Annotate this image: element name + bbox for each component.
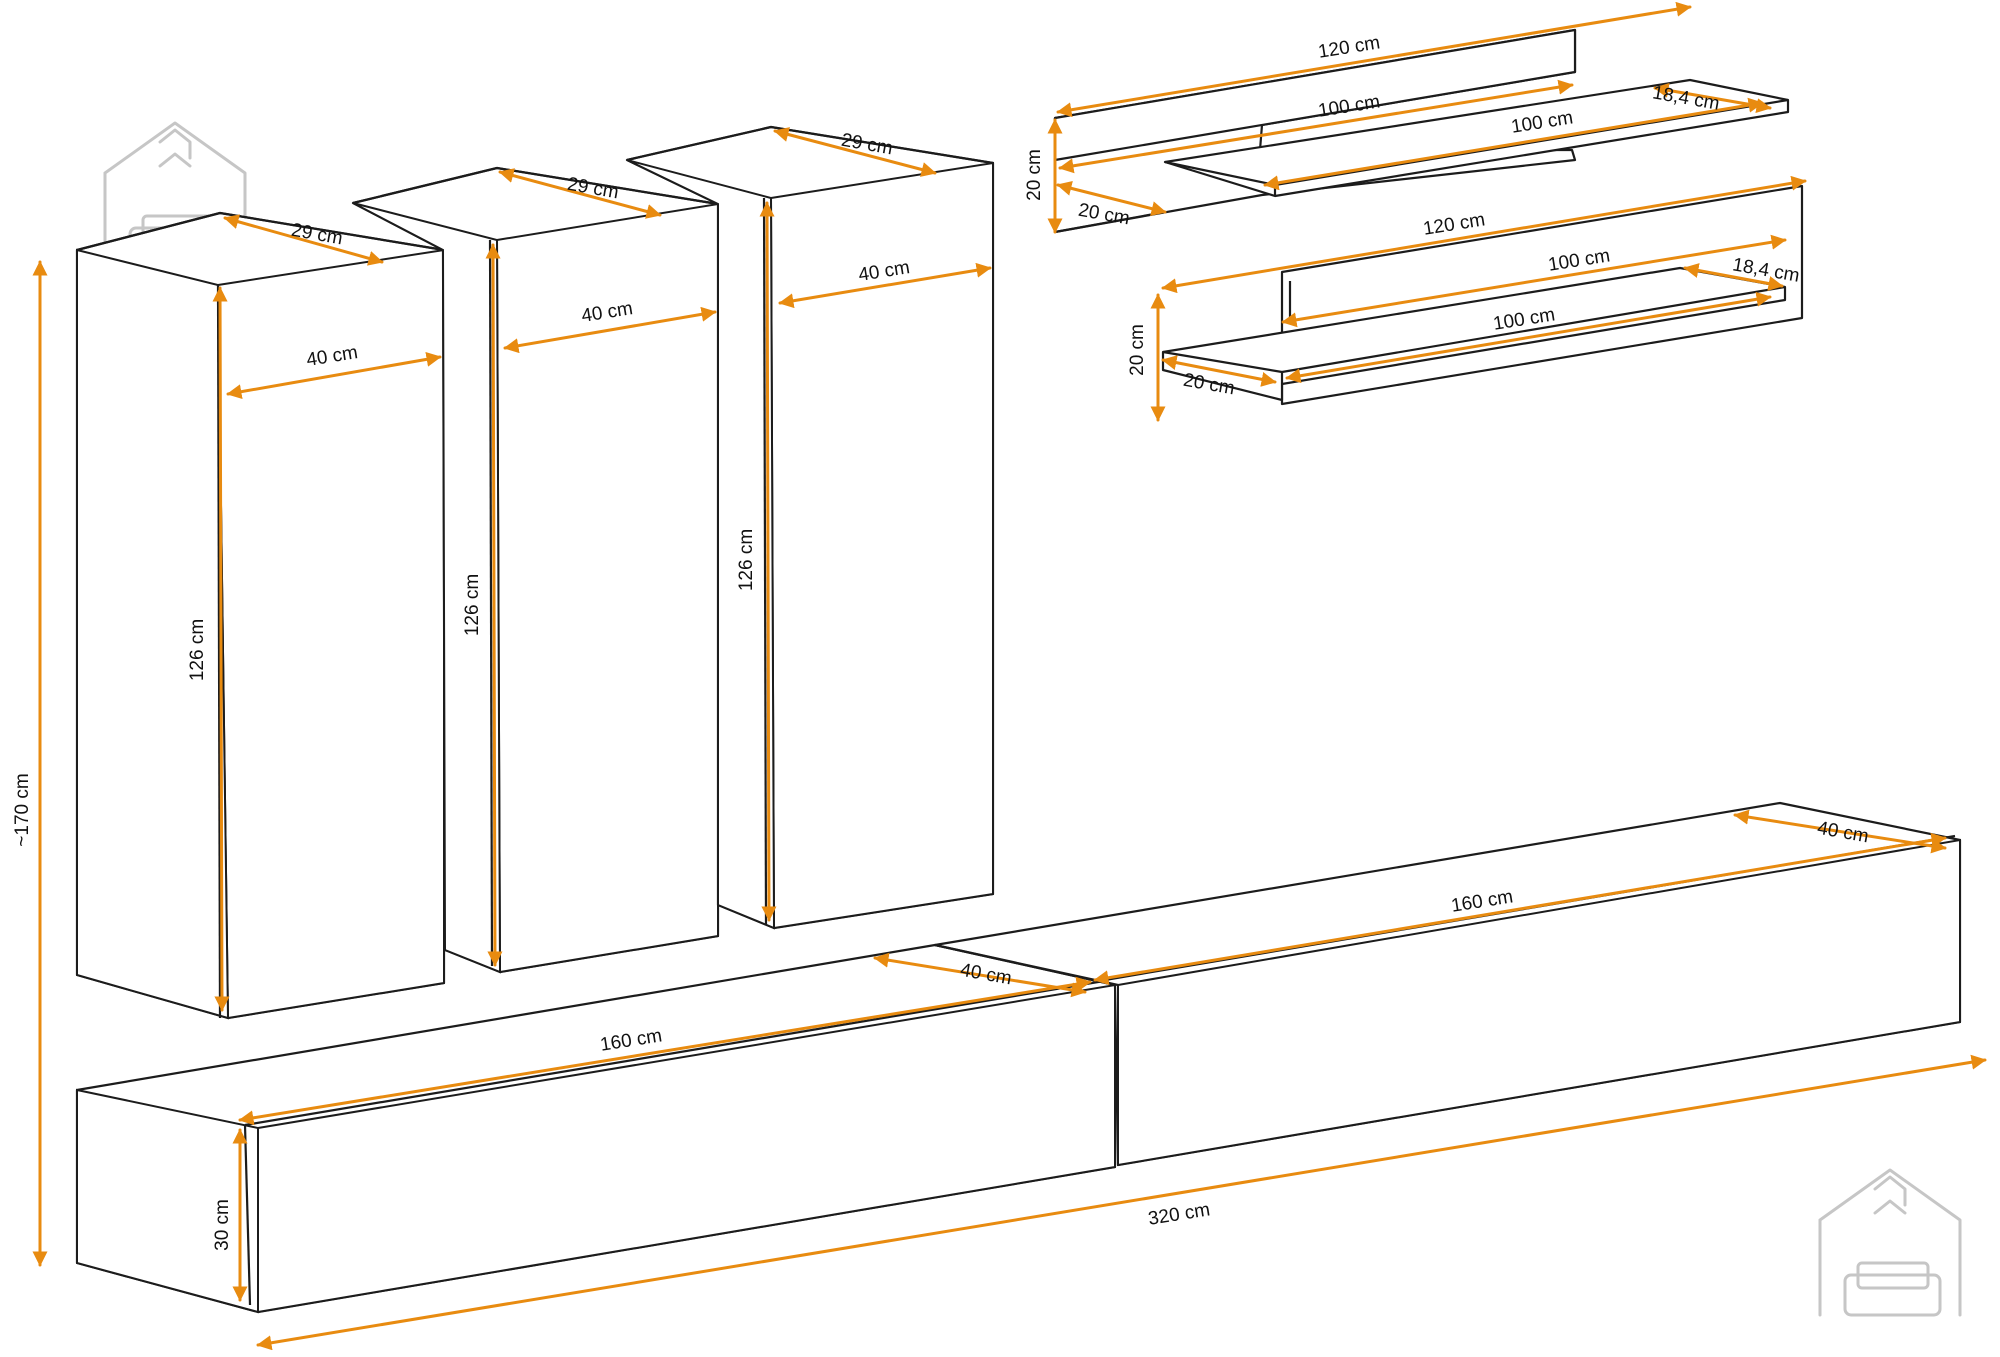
cabinet3-width-dim bbox=[778, 262, 992, 309]
wall-cabinet-3 bbox=[625, 125, 995, 930]
cabinet2-width-dim bbox=[503, 306, 717, 354]
tv-left-length-dim bbox=[238, 976, 1092, 1126]
shelf-bottom-offset-dim bbox=[1161, 355, 1277, 387]
cabinet2-height-dim bbox=[485, 243, 503, 967]
shelf-top-offset-dim bbox=[1056, 181, 1167, 216]
total-width-label: 320 cm bbox=[1147, 1199, 1212, 1229]
cabinet1-height-label: 126 cm bbox=[187, 619, 208, 681]
shelf-bottom-height-label: 20 cm bbox=[1127, 324, 1148, 376]
cabinet1-depth-dim bbox=[223, 214, 384, 266]
tv-right-length-dim bbox=[1093, 832, 1947, 986]
shelf-bottom-panel-dim bbox=[1161, 175, 1807, 294]
shelf-top-depth-dim bbox=[1653, 82, 1772, 114]
house-sofa-logo-icon bbox=[1818, 1168, 1962, 1317]
tv-right-depth-dim bbox=[1733, 809, 1947, 854]
dimension-lines bbox=[32, 1, 1987, 1351]
shelf-top-panel-length-label: 120 cm bbox=[1317, 32, 1382, 62]
shelf-bottom-front-dim bbox=[1285, 291, 1772, 384]
cabinet2-depth-dim bbox=[498, 168, 662, 219]
total-width-dim bbox=[256, 1054, 1987, 1351]
tv-left-height-label: 30 cm bbox=[212, 1199, 233, 1251]
shelf-top-front-dim bbox=[1263, 97, 1764, 191]
cabinet1-width-dim bbox=[226, 351, 442, 400]
cabinet3-height-dim bbox=[759, 201, 777, 922]
wall-cabinet-2 bbox=[351, 166, 720, 974]
shelf-bottom-depth-dim bbox=[1683, 263, 1784, 291]
tv-left-depth-dim bbox=[873, 952, 1087, 998]
cabinet3-depth-dim bbox=[773, 127, 937, 177]
cabinet3-height-label: 126 cm bbox=[736, 529, 757, 591]
cabinet1-height-dim bbox=[212, 286, 230, 1012]
wall-cabinet-1 bbox=[75, 211, 446, 1020]
shelf-top-height-label: 20 cm bbox=[1024, 149, 1045, 201]
cabinet2-height-label: 126 cm bbox=[462, 574, 483, 636]
total-height-label: ~170 cm bbox=[12, 773, 33, 846]
